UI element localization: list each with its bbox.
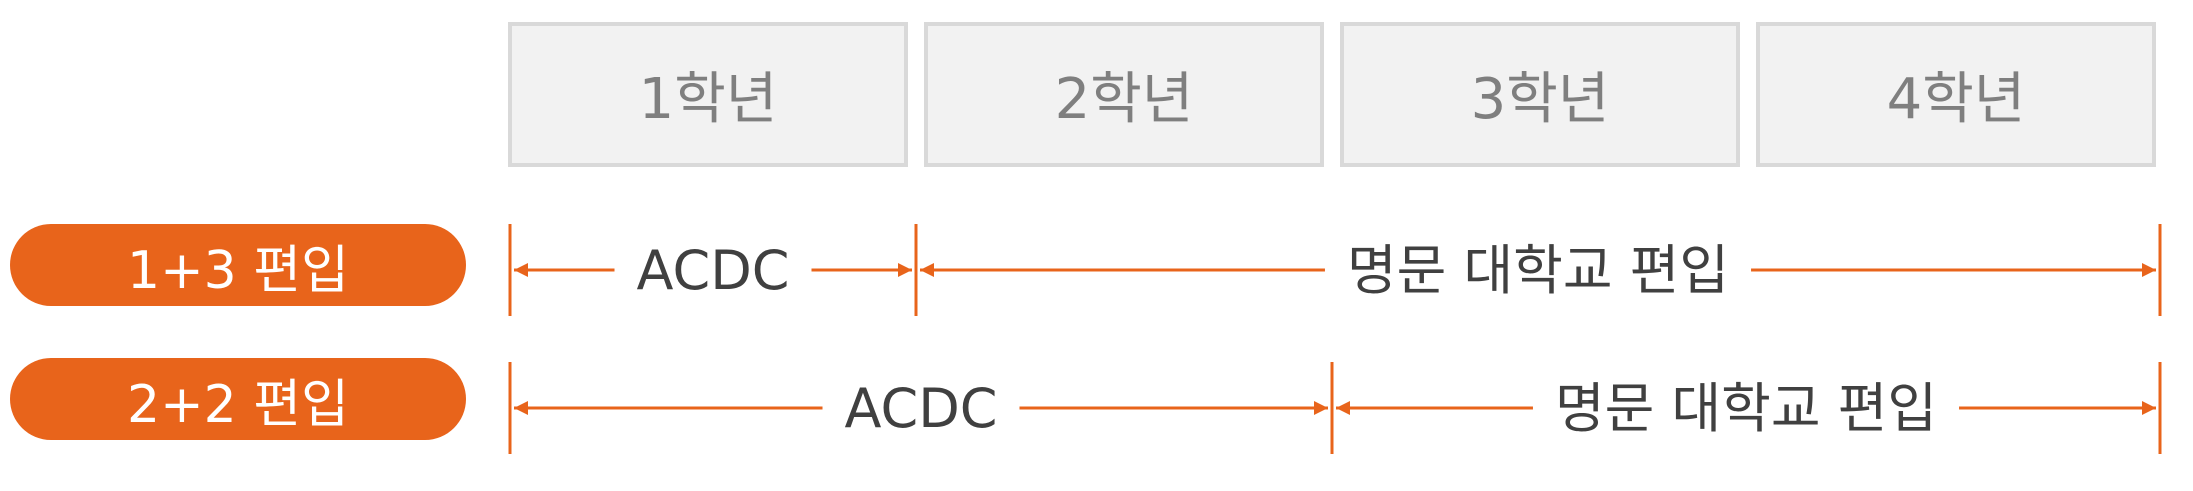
- segment-label: 명문 대학교 편입: [1555, 377, 1937, 440]
- year-box-2: 2학년: [924, 22, 1324, 167]
- arrowhead-right: [2142, 263, 2156, 277]
- year-label: 4학년: [1886, 67, 2026, 132]
- plan-pill-1plus3: 1+3 편입: [10, 224, 466, 306]
- segment-label: ACDC: [637, 239, 790, 302]
- year-box-4: 4학년: [1756, 22, 2156, 167]
- arrowhead-left: [514, 263, 528, 277]
- arrowhead-right: [898, 263, 912, 277]
- arrowhead-right: [2142, 401, 2156, 415]
- arrowhead-right: [1314, 401, 1328, 415]
- year-label: 3학년: [1470, 67, 1610, 132]
- year-label: 1학년: [638, 67, 778, 132]
- plan-pill-2plus2: 2+2 편입: [10, 358, 466, 440]
- year-box-3: 3학년: [1340, 22, 1740, 167]
- arrowhead-left: [514, 401, 528, 415]
- segment-label: 명문 대학교 편입: [1347, 239, 1729, 302]
- plan-pill-label: 2+2 편입: [127, 374, 349, 435]
- arrowhead-left: [1336, 401, 1350, 415]
- segment-label: ACDC: [845, 377, 998, 440]
- arrowhead-left: [920, 263, 934, 277]
- year-box-1: 1학년: [508, 22, 908, 167]
- plan-pill-label: 1+3 편입: [127, 240, 349, 301]
- year-label: 2학년: [1054, 67, 1194, 132]
